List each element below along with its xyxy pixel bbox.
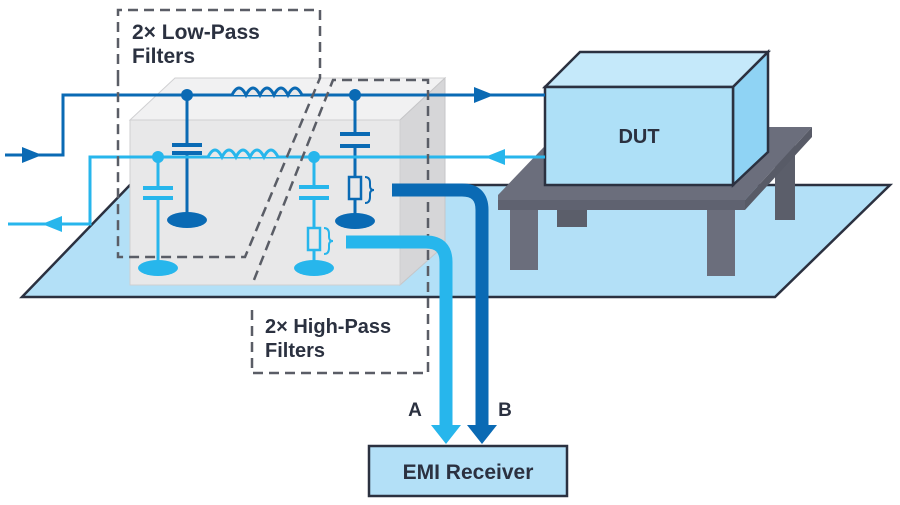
path-a-cable bbox=[346, 235, 461, 444]
low-pass-outline bbox=[116, 8, 322, 259]
arrow-a-icon bbox=[431, 425, 461, 444]
high-pass-label-line2: Filters bbox=[265, 340, 325, 362]
emi-receiver-box: EMI Receiver bbox=[367, 444, 569, 498]
high-pass-label-line1: 2× High-Pass bbox=[265, 316, 391, 338]
low-pass-label-line2: Filters bbox=[132, 45, 195, 68]
path-a-label: A bbox=[408, 400, 422, 421]
light-line-nodes bbox=[42, 149, 505, 276]
path-b-label: B bbox=[498, 400, 512, 421]
dark-line-nodes bbox=[22, 87, 494, 229]
low-pass-label-line1: 2× Low-Pass bbox=[132, 21, 260, 44]
filter-enclosure bbox=[128, 76, 447, 287]
arrow-from-dut-icon bbox=[485, 149, 505, 165]
arrow-in-icon bbox=[22, 147, 42, 163]
dut-box: DUT bbox=[541, 48, 772, 188]
arrow-to-dut-icon bbox=[474, 87, 494, 103]
high-pass-outline bbox=[250, 78, 430, 375]
arrow-b-icon bbox=[467, 425, 497, 444]
arrow-out-icon bbox=[42, 216, 62, 232]
emi-receiver-label: EMI Receiver bbox=[403, 461, 534, 484]
path-b-cable bbox=[392, 183, 497, 444]
filter-group-outlines bbox=[116, 8, 430, 375]
dut-label: DUT bbox=[618, 126, 659, 148]
